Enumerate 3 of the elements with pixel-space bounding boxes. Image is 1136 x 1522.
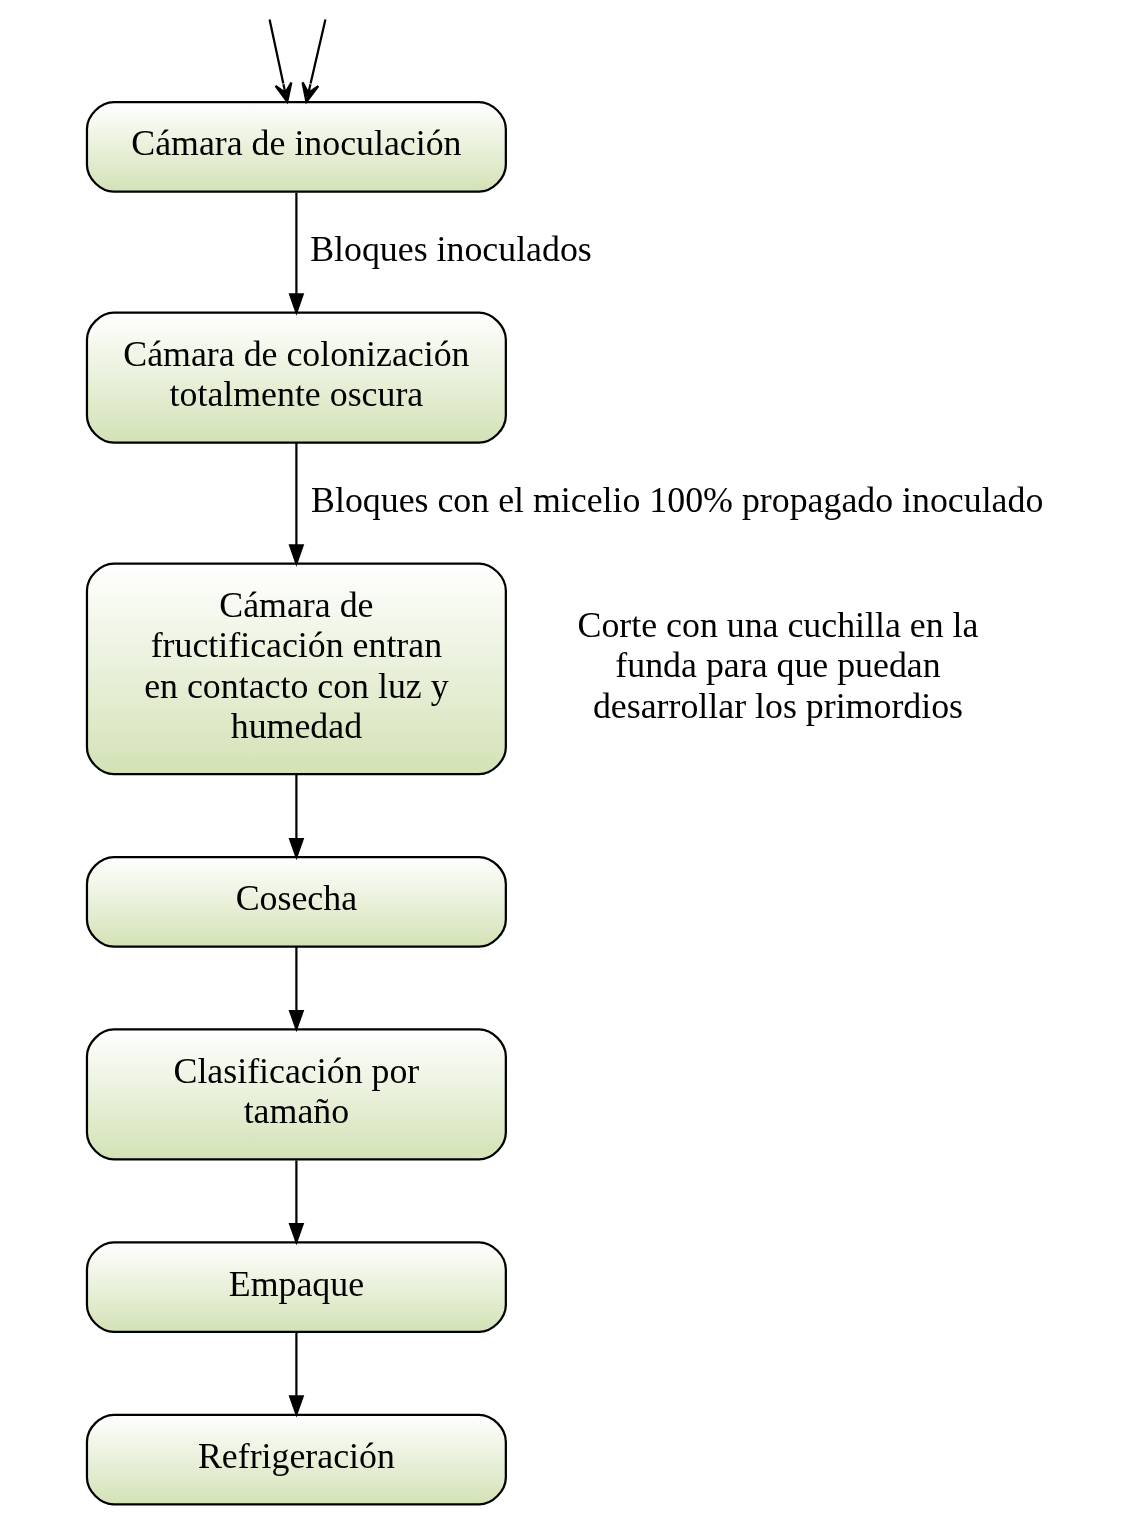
edge-label: Bloques inoculados	[310, 228, 592, 269]
edge-label: Bloques con el micelio 100% propagado inoculado	[311, 479, 1044, 520]
node-label: Corte con una cuchilla en la funda para que puedan desarrollar los primordios	[577, 605, 979, 726]
